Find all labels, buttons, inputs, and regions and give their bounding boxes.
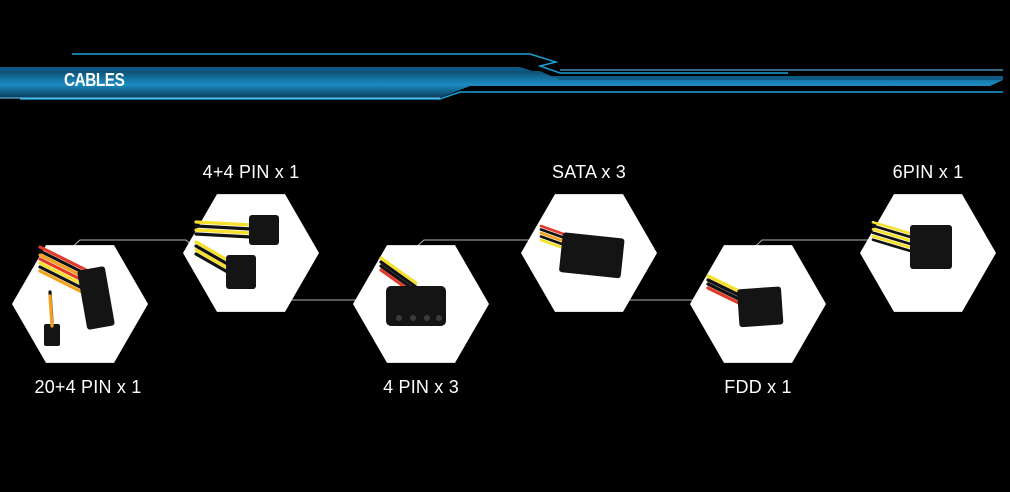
fdd-connector-icon [706, 274, 784, 328]
label-sata: SATA x 3 [552, 162, 626, 182]
label-pcie: 6PIN x 1 [892, 162, 964, 182]
hexagon-pcie [860, 194, 996, 312]
sata-connector-icon [539, 224, 625, 279]
hexagon-atx [12, 245, 148, 363]
label-eps: 4+4 PIN x 1 [202, 162, 300, 182]
header-banner [0, 53, 1003, 100]
eps-4-4-pin-connector-icon [194, 215, 279, 289]
atx-20-4-pin-connector-icon [38, 245, 115, 346]
hexagon-molex [353, 245, 489, 363]
connector-line [14, 239, 935, 301]
page-title: CABLES [64, 70, 125, 90]
label-atx: 20+4 PIN x 1 [34, 377, 142, 397]
label-molex: 4 PIN x 3 [383, 377, 459, 397]
hexagon-eps [183, 194, 319, 312]
molex-4-pin-connector-icon [379, 256, 446, 326]
hexagon-fdd [690, 245, 826, 363]
pcie-6-pin-connector-icon [871, 220, 952, 269]
label-fdd: FDD x 1 [724, 377, 792, 397]
hexagon-sata [521, 194, 657, 312]
